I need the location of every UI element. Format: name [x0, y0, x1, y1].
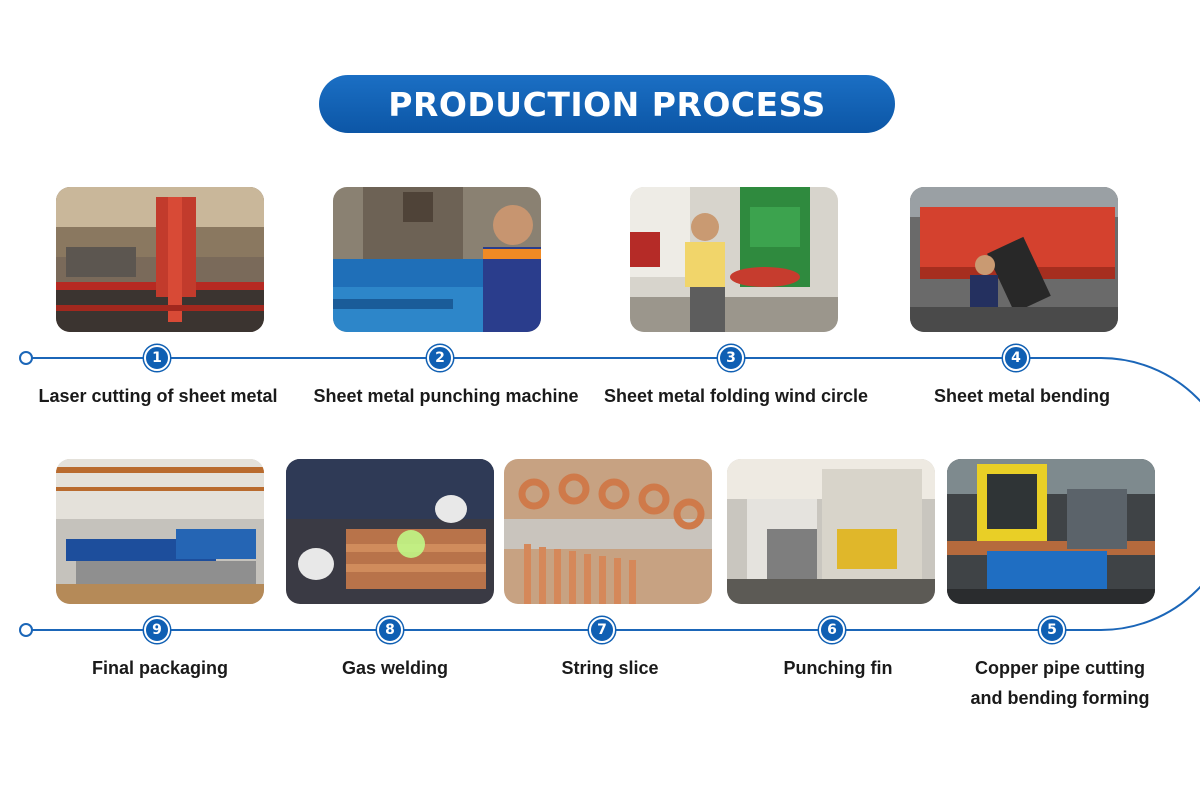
page-title: PRODUCTION PROCESS: [388, 84, 826, 124]
step-label-5-line-2: and bending forming: [970, 688, 1150, 708]
step-badge-2: 2: [427, 345, 453, 371]
step-label-2: Sheet metal punching machine: [313, 386, 579, 406]
gas-welding-photo: [286, 459, 494, 604]
title-banner: PRODUCTION PROCESS: [319, 75, 895, 133]
step-label-1: Laser cutting of sheet metal: [38, 386, 278, 406]
step-badge-1: 1: [144, 345, 170, 371]
step-badge-6: 6: [819, 617, 845, 643]
timeline-end-dot: [19, 623, 33, 637]
punching-machine-photo: [333, 187, 541, 332]
step-badge-9: 9: [144, 617, 170, 643]
step-badge-4: 4: [1003, 345, 1029, 371]
step-label-7: String slice: [561, 658, 659, 678]
step-label-5-line-1: Copper pipe cutting: [975, 658, 1145, 678]
final-packaging-photo: [56, 459, 264, 604]
punching-fin-photo: [727, 459, 935, 604]
step-badge-3: 3: [718, 345, 744, 371]
copper-pipe-photo: [947, 459, 1155, 604]
step-badge-8: 8: [377, 617, 403, 643]
step-label-5: Copper pipe cutting and bending forming: [955, 653, 1165, 713]
step-label-9: Final packaging: [91, 658, 229, 678]
step-label-3: Sheet metal folding wind circle: [603, 386, 869, 406]
folding-wind-circle-photo: [630, 187, 838, 332]
laser-cutting-photo: [56, 187, 264, 332]
step-label-4: Sheet metal bending: [933, 386, 1111, 406]
timeline-start-dot: [19, 351, 33, 365]
bending-photo: [910, 187, 1118, 332]
step-label-6: Punching fin: [783, 658, 893, 678]
step-label-8: Gas welding: [341, 658, 449, 678]
step-badge-5: 5: [1039, 617, 1065, 643]
step-badge-7: 7: [589, 617, 615, 643]
string-slice-photo: [504, 459, 712, 604]
